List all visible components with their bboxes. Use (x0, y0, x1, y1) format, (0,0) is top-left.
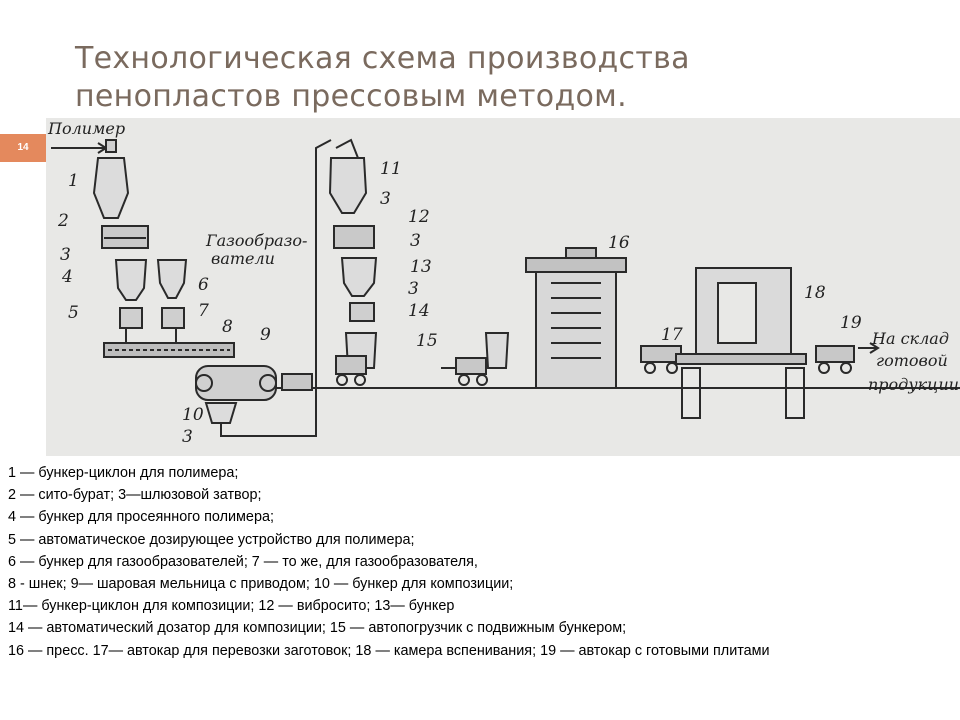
label-warehouse-2: готовой (876, 351, 948, 370)
legend-line: 11— бункер-циклон для композиции; 12 — в… (8, 598, 455, 615)
callout-9: 9 (260, 325, 271, 345)
process-diagram: Полимер Газообразо- ватели На склад гото… (46, 118, 960, 456)
label-gas-formers-2: ватели (211, 249, 275, 268)
title-line-1: Технологическая схема производства (75, 41, 690, 76)
legend-line: 2 — сито-бурат; 3—шлюзовой затвор; (8, 487, 262, 504)
process-diagram-drawing: Полимер Газообразо- ватели На склад гото… (47, 119, 960, 447)
callout-3b: 3 (182, 427, 193, 447)
callout-14: 14 (408, 301, 430, 321)
callout-15: 15 (416, 331, 438, 351)
callout-3: 3 (60, 245, 71, 265)
label-warehouse-1: На склад (871, 329, 949, 348)
slide-number-badge: 14 (0, 134, 46, 162)
callout-1: 1 (68, 171, 79, 191)
callout-17: 17 (661, 325, 683, 345)
callout-8: 8 (222, 317, 233, 337)
legend-line: 16 — пресс. 17— автокар для перевозки за… (8, 642, 770, 659)
legend-line: 1 — бункер-циклон для полимера; (8, 465, 239, 481)
callout-13: 13 (410, 257, 432, 277)
label-polymer: Полимер (47, 119, 125, 138)
legend-line: 6 — бункер для газообразователей; 7 — то… (8, 553, 478, 570)
callout-3e: 3 (408, 279, 419, 299)
callout-11: 11 (380, 159, 402, 179)
callout-3d: 3 (410, 231, 421, 251)
callout-16: 16 (608, 233, 630, 253)
callout-3c: 3 (380, 189, 391, 209)
callout-12: 12 (408, 207, 430, 227)
callout-18: 18 (804, 283, 826, 303)
legend-line: 8 - шнек; 9— шаровая мельница с приводом… (8, 576, 514, 593)
title-line-2: пенопластов прессовым методом. (75, 79, 627, 114)
legend-line: 4 — бункер для просеянного полимера; (8, 509, 274, 526)
callout-7: 7 (198, 301, 209, 321)
callout-6: 6 (198, 275, 209, 295)
callout-10: 10 (182, 405, 204, 425)
legend-line: 5 — автоматическое дозирующее устройство… (8, 531, 415, 548)
callout-2: 2 (57, 211, 69, 231)
callout-4: 4 (61, 267, 73, 287)
label-gas-formers-1: Газообразо- (205, 231, 307, 250)
callout-19: 19 (840, 313, 862, 333)
callout-5: 5 (68, 303, 79, 323)
label-warehouse-3: продукции (868, 375, 959, 394)
legend: 1 — бункер-циклон для полимера; 2 — сито… (8, 462, 952, 662)
legend-line: 14 — автоматический дозатор для композиц… (8, 620, 627, 637)
slide-title: Технологическая схема производства пеноп… (75, 40, 935, 116)
